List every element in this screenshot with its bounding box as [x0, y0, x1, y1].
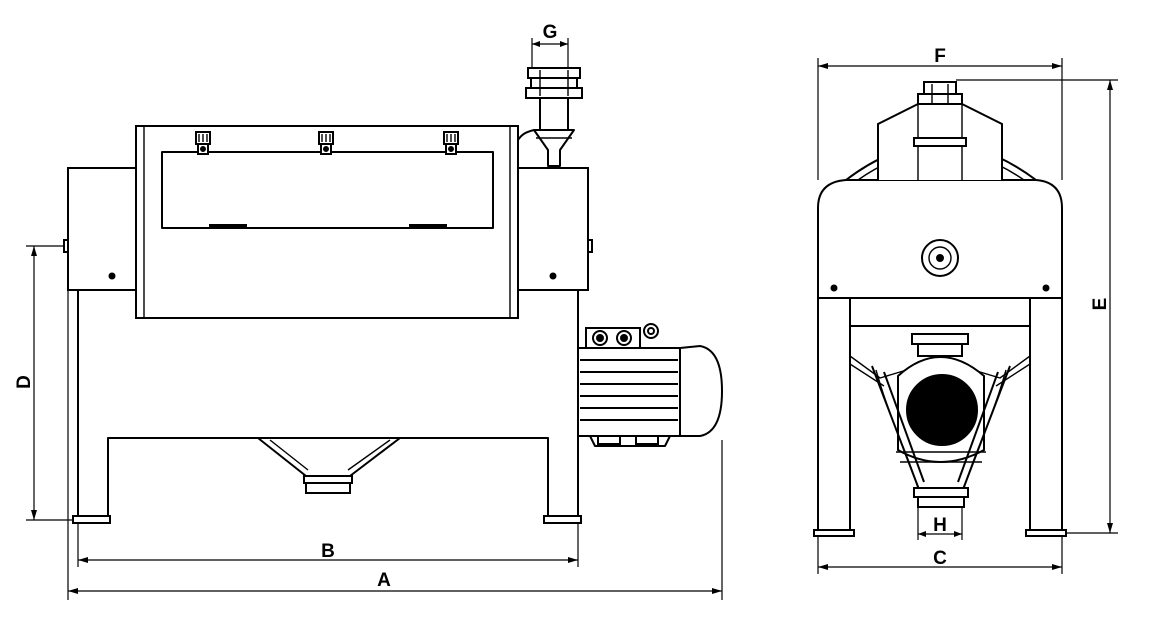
front-drive-assembly	[849, 333, 1031, 508]
label-b: B	[321, 541, 335, 562]
side-drum-cover	[135, 125, 519, 319]
label-e: E	[1090, 298, 1111, 311]
front-frame	[813, 298, 1067, 537]
dimension-h: H	[917, 507, 963, 540]
dimension-c: C	[817, 536, 1063, 574]
label-c: C	[933, 548, 947, 569]
latch-2	[318, 131, 334, 155]
label-h: H	[933, 515, 947, 536]
latch-1	[195, 131, 211, 155]
latch-3	[443, 131, 459, 155]
label-d: D	[14, 375, 35, 389]
side-inlet	[517, 67, 583, 167]
dimension-g: G	[531, 22, 569, 68]
label-a: A	[377, 570, 391, 591]
side-motor	[577, 323, 724, 447]
dimension-d: D	[14, 245, 72, 521]
label-g: G	[543, 22, 558, 43]
label-f: F	[934, 46, 946, 67]
front-housing	[817, 81, 1063, 299]
front-view: F E C H	[813, 46, 1118, 574]
dimension-f: F	[817, 46, 1063, 180]
dimension-b: B	[77, 523, 579, 567]
dimension-a: A	[67, 253, 723, 600]
dimension-e: E	[956, 79, 1118, 534]
side-end-housings	[63, 167, 593, 291]
side-frame	[72, 290, 582, 524]
side-view: A B D G	[14, 22, 724, 600]
